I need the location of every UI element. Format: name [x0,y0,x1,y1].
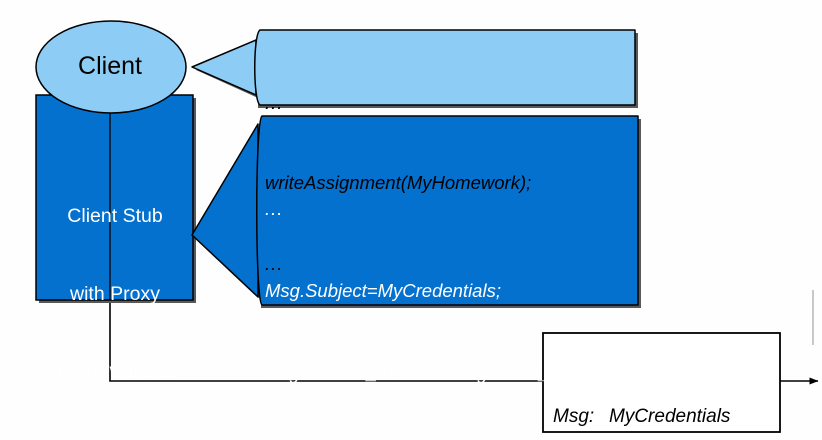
callout-application-line-1: ... [265,91,284,113]
client-stub-label-line-4: PEP and PDP) [38,437,192,440]
client-stub-label-line-3: (here without [58,360,172,383]
callout-stub-text: ... Msg.Subject=MyCredentials; Msg.Metho… [265,140,633,440]
message-box[interactable] [542,332,781,433]
callout-stub[interactable] [191,115,639,306]
callout-stub-line-1: ... [265,197,284,219]
client-stub-label-line-1: Client Stub [67,204,163,227]
callout-application-text: ... writeAssignment(MyHomework); ... [265,36,625,331]
callout-stub-line-3: Msg.Method_Id=writeAssignment_Id; [265,362,570,383]
callout-application-line-2: writeAssignment(MyHomework); [265,172,532,194]
callout-application[interactable] [191,29,636,106]
message-box-label: Msg: [553,406,595,428]
client-stub-label-line-2: with Proxy [70,282,160,305]
client-ellipse[interactable] [35,20,187,114]
message-box-row-1: Msg: MyCredentials [553,402,775,432]
client-node-label: Client [78,52,142,80]
client-stub-cylinder[interactable] [35,94,194,301]
callout-application-line-3: ... [265,252,284,274]
callout-stub-line-2: Msg.Subject=MyCredentials; [265,279,501,301]
message-box-text: Msg: MyCredentials writeAssignment_Id My… [553,342,775,440]
message-box-field-1: MyCredentials [609,406,731,428]
client-stub-label: Client Stub with Proxy (here without PEP… [38,152,192,440]
